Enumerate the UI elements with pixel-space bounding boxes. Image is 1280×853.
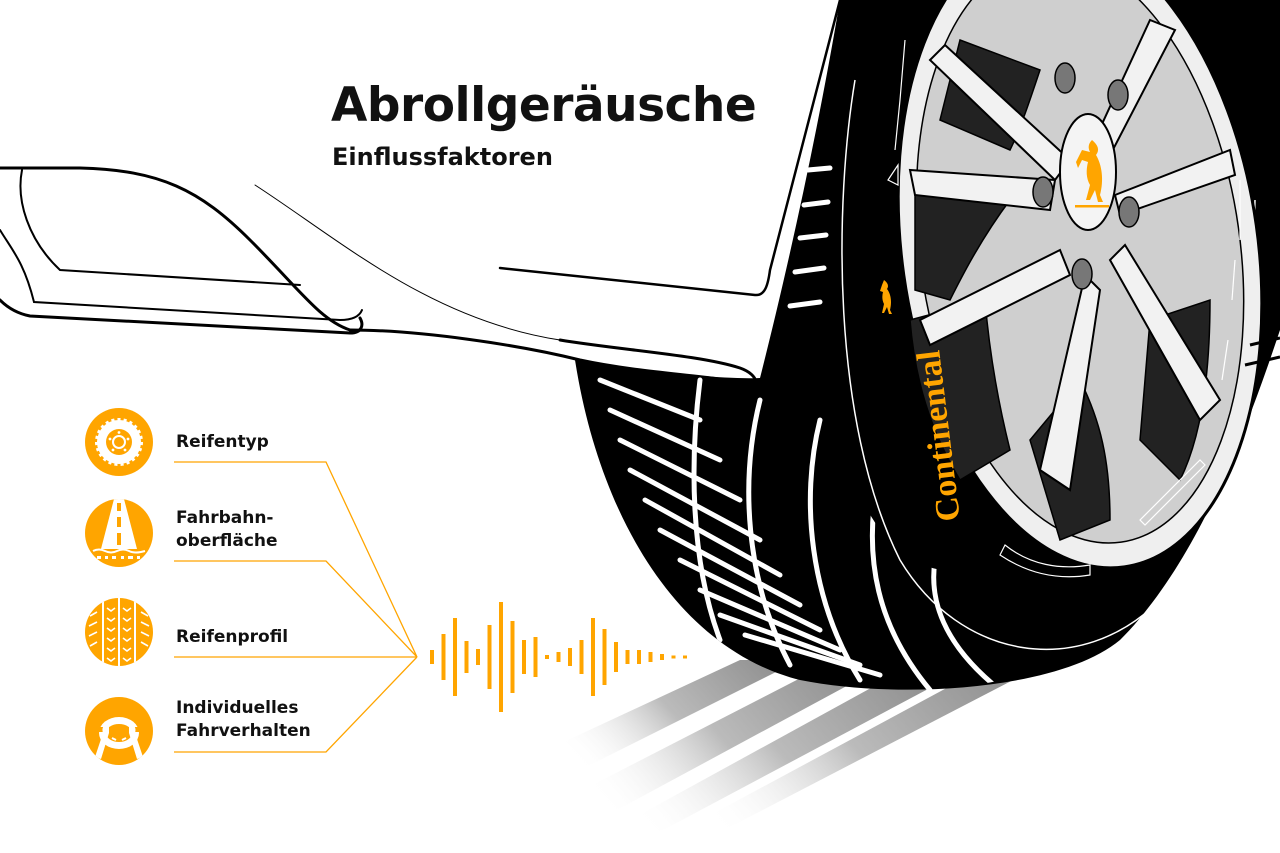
waveform-bar [671, 655, 676, 659]
waveform-bar [683, 655, 687, 659]
connector-lines [174, 461, 418, 753]
road-surface-icon [85, 499, 153, 567]
waveform-bar [637, 650, 641, 664]
car-body-outline [0, 0, 842, 388]
horse-logo-icon [1075, 140, 1109, 208]
waveform-bar [499, 602, 503, 712]
waveform-bar [487, 625, 492, 689]
waveform-bar [568, 648, 572, 666]
sound-waveform [430, 602, 687, 712]
waveform-bar [533, 637, 538, 677]
waveform-bar [476, 649, 480, 665]
waveform-bar [591, 618, 595, 696]
page-subtitle: Einflussfaktoren [332, 143, 553, 171]
wheel-rim: Continental [880, 0, 1264, 578]
waveform-bar [602, 629, 607, 685]
waveform-bar [660, 654, 664, 660]
waveform-bar [441, 634, 446, 680]
page-title: Abrollgeräusche [331, 78, 757, 133]
tread-pattern-icon [85, 598, 153, 666]
car-body-right [1244, 336, 1280, 367]
waveform-bar [430, 650, 434, 664]
waveform-bar [510, 621, 515, 693]
factor-label-reifenprofil: Reifenprofil [176, 627, 289, 647]
waveform-bar [545, 655, 549, 659]
waveform-bar [464, 641, 469, 673]
road-tracks [525, 660, 1040, 853]
waveform-bar [579, 640, 584, 674]
factor-label-reifentyp: Reifentyp [176, 432, 269, 452]
sidewall-horse-icon [880, 280, 892, 314]
factor-label-fahrverhalten: Individuelles Fahrverhalten [176, 698, 311, 741]
factor-label-fahrbahnoberflaeche: Fahrbahn- oberfläche [176, 508, 278, 551]
waveform-bar [614, 642, 618, 672]
waveform-bar [522, 640, 526, 674]
waveform-bar [453, 618, 457, 696]
waveform-bar [648, 652, 653, 662]
waveform-bar [625, 650, 630, 664]
driver-steering-wheel-icon [85, 697, 153, 765]
tire-icon [85, 408, 153, 476]
waveform-bar [556, 652, 561, 662]
